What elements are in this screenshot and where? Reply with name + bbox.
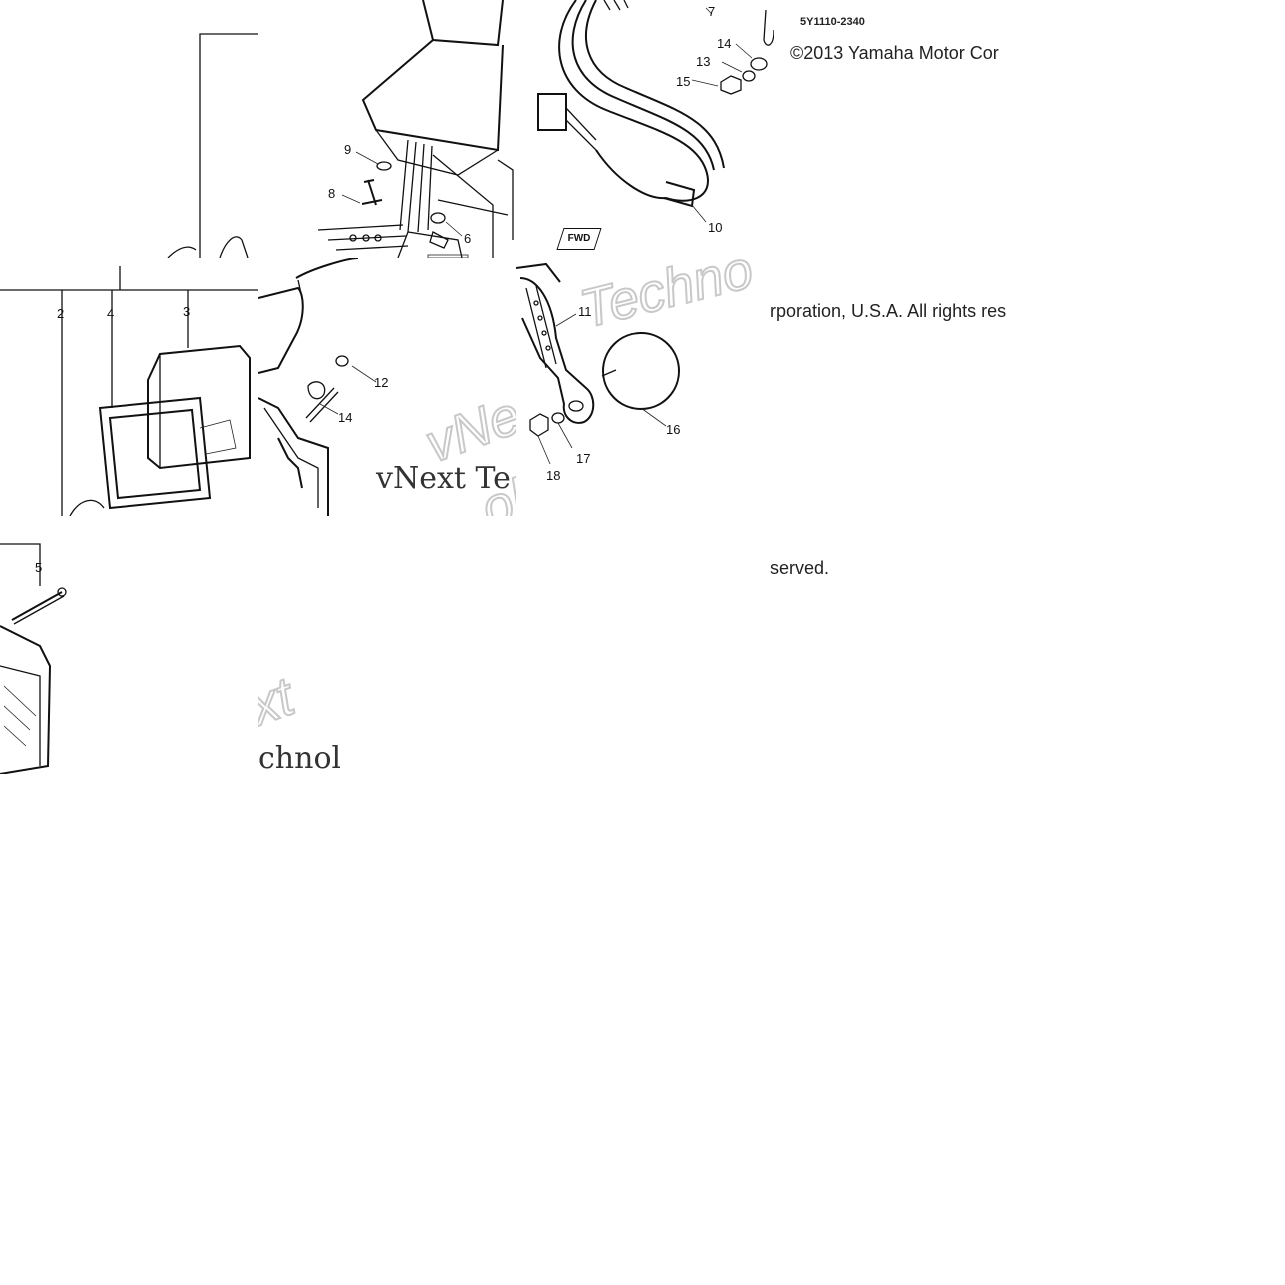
tile-top-left-drawing: [167, 33, 258, 258]
watermark-xt: xt: [258, 666, 303, 738]
diagram-tile-center: 12 14 vNext Te vNe olo: [258, 258, 516, 516]
callout-10: 10: [708, 220, 722, 235]
watermark-chnol: chnol: [258, 741, 340, 774]
fwd-label: FWD: [567, 233, 591, 244]
callout-13: 13: [696, 54, 710, 69]
tile-center-drawing: 12 14 vNext Te vNe olo: [258, 258, 516, 516]
part-number: 5Y1110-2340: [800, 16, 865, 28]
watermark-vnext-te: vNext Te: [375, 461, 511, 496]
copyright-line-2: rporation, U.S.A. All rights res: [770, 301, 1007, 321]
callout-3: 3: [183, 304, 190, 319]
diagram-tile-mid-left: 2 4 3: [0, 258, 258, 516]
tile-lower-left-drawing: 5: [0, 543, 67, 774]
callout-14-top: 14: [717, 36, 731, 51]
callout-8: 8: [328, 186, 335, 201]
callout-7: 7: [708, 4, 715, 19]
diagram-tile-top-right: 7 10 14 13 15: [516, 0, 774, 258]
diagram-tile-lower-center: xt chnol: [258, 516, 340, 774]
callout-17: 17: [576, 451, 590, 466]
diagram-tile-lower-left: 5: [0, 516, 258, 774]
tile-top-right-drawing: 7 10 14 13 15: [537, 0, 774, 235]
callout-12: 12: [374, 375, 388, 390]
callout-5: 5: [35, 560, 42, 575]
tile-center-right-drawing: 11 16 17 18 Techno: [516, 258, 760, 483]
tile-mid-left-drawing: 2 4 3: [0, 266, 258, 516]
fwd-tag: FWD: [556, 228, 602, 250]
tile-top-center-drawing: 9 8 6: [317, 0, 514, 258]
callout-14-mid: 14: [338, 410, 352, 425]
diagram-tile-top-left: [0, 0, 258, 258]
callout-16: 16: [666, 422, 680, 437]
callout-4: 4: [107, 306, 114, 321]
tile-lower-center-drawing: xt chnol: [258, 665, 340, 774]
callout-2: 2: [57, 306, 64, 321]
copyright-line-3: served.: [770, 558, 830, 578]
callout-18: 18: [546, 468, 560, 483]
copyright-line-1: ©2013 Yamaha Motor Cor: [790, 43, 999, 63]
callout-15: 15: [676, 74, 690, 89]
diagram-tile-center-right: 11 16 17 18 Techno: [516, 258, 774, 516]
callout-11: 11: [578, 304, 592, 319]
diagram-tile-top-center: 9 8 6: [258, 0, 516, 258]
callout-6: 6: [464, 231, 471, 246]
callout-9: 9: [344, 142, 351, 157]
watermark-techno: Techno: [574, 258, 758, 340]
